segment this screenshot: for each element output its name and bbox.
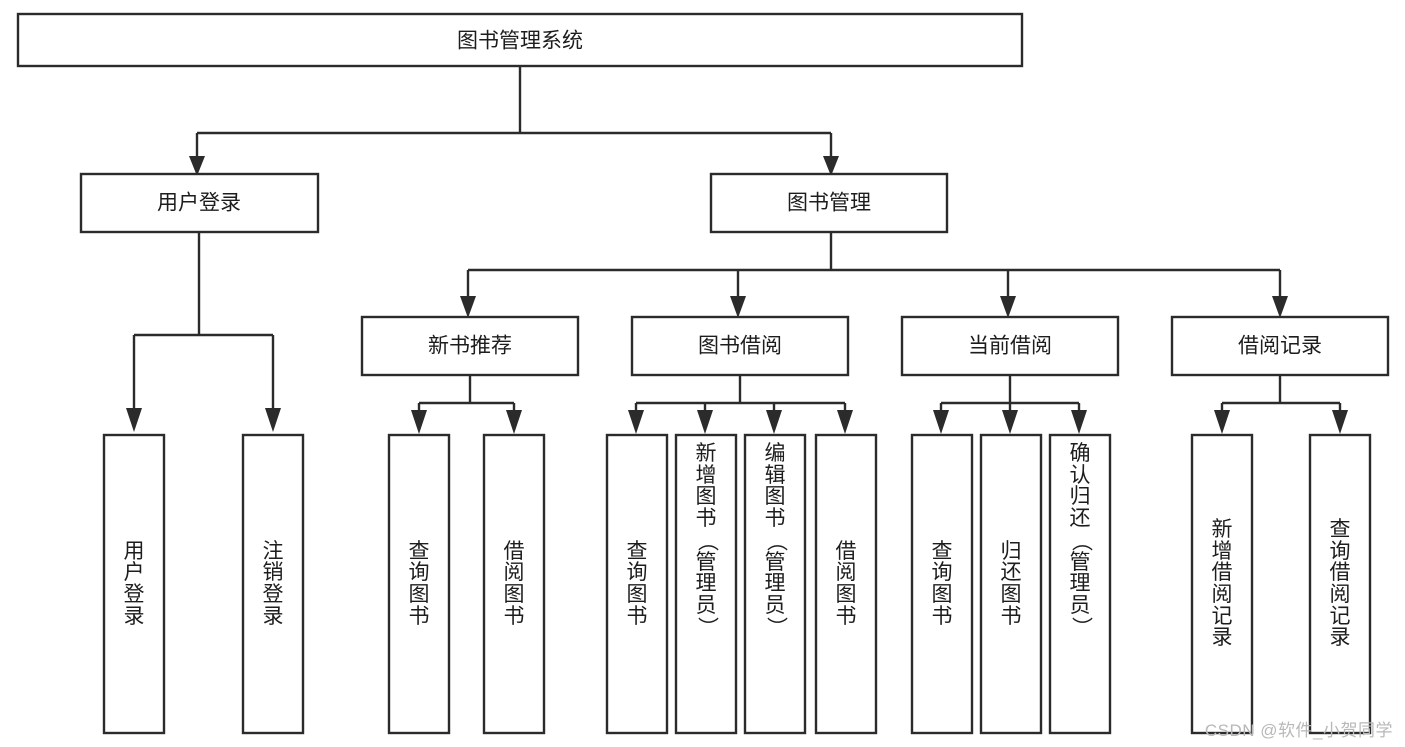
node-leaf-user-login[interactable] [102, 433, 166, 735]
node-leaf-add-book[interactable] [674, 433, 738, 735]
arrow-head-icon [697, 410, 713, 434]
arrow-head-icon [837, 410, 853, 434]
node-leaf-logout[interactable] [241, 433, 305, 735]
connector-group-bookborrow-leaves [628, 375, 853, 434]
node-current-borrow-label: 当前借阅 [968, 335, 1052, 358]
arrow-head-icon [1071, 410, 1087, 434]
connector-group-booking-to-level3 [460, 232, 1288, 318]
node-current-borrow[interactable] [900, 315, 1120, 377]
node-leaf-edit-book[interactable] [743, 433, 807, 735]
node-root[interactable] [16, 12, 1024, 68]
connector-group-records-leaves [1214, 375, 1348, 434]
node-new-book-recommend-label: 新书推荐 [428, 335, 512, 358]
arrow-head-icon [823, 156, 839, 176]
arrow-head-icon [1214, 410, 1230, 434]
arrow-head-icon [1000, 296, 1016, 318]
node-book-borrow-label: 图书借阅 [698, 335, 782, 358]
connector-group-root-to-level2 [189, 66, 839, 176]
node-new-book-recommend[interactable] [360, 315, 580, 377]
arrow-head-icon [1002, 410, 1018, 434]
node-leaf-query-book-3[interactable] [910, 433, 974, 735]
node-leaf-borrow-book-2[interactable] [814, 433, 878, 735]
arrow-head-icon [506, 410, 522, 434]
node-book-management-label: 图书管理 [787, 192, 871, 215]
arrow-head-icon [265, 408, 281, 432]
arrow-head-icon [933, 410, 949, 434]
arrow-head-icon [628, 410, 644, 434]
node-root-label: 图书管理系统 [457, 30, 583, 53]
connector-group-newbook-leaves [411, 375, 522, 434]
node-user-login[interactable] [79, 172, 320, 234]
node-leaf-query-book-2[interactable] [605, 433, 669, 735]
node-book-management[interactable] [709, 172, 949, 234]
node-leaf-return-book[interactable] [979, 433, 1043, 735]
arrow-head-icon [460, 296, 476, 318]
arrow-head-icon [1272, 296, 1288, 318]
arrow-head-icon [189, 156, 205, 176]
node-borrow-records-label: 借阅记录 [1238, 335, 1322, 358]
node-leaf-query-book-1[interactable] [387, 433, 451, 735]
node-leaf-confirm-return[interactable] [1048, 433, 1112, 735]
node-leaf-borrow-book-1[interactable] [482, 433, 546, 735]
arrow-head-icon [411, 410, 427, 434]
arrow-head-icon [126, 408, 142, 432]
node-leaf-add-record[interactable] [1190, 433, 1254, 735]
node-borrow-records[interactable] [1170, 315, 1390, 377]
node-book-borrow[interactable] [630, 315, 850, 377]
node-leaf-query-record[interactable] [1308, 433, 1372, 735]
connector-group-currentborrow-leaves [933, 375, 1087, 434]
connector-group-userlogin-leaves [126, 232, 281, 432]
arrow-head-icon [1332, 410, 1348, 434]
node-user-login-label: 用户登录 [157, 192, 241, 215]
arrow-head-icon [730, 296, 746, 318]
arrow-head-icon [766, 410, 782, 434]
